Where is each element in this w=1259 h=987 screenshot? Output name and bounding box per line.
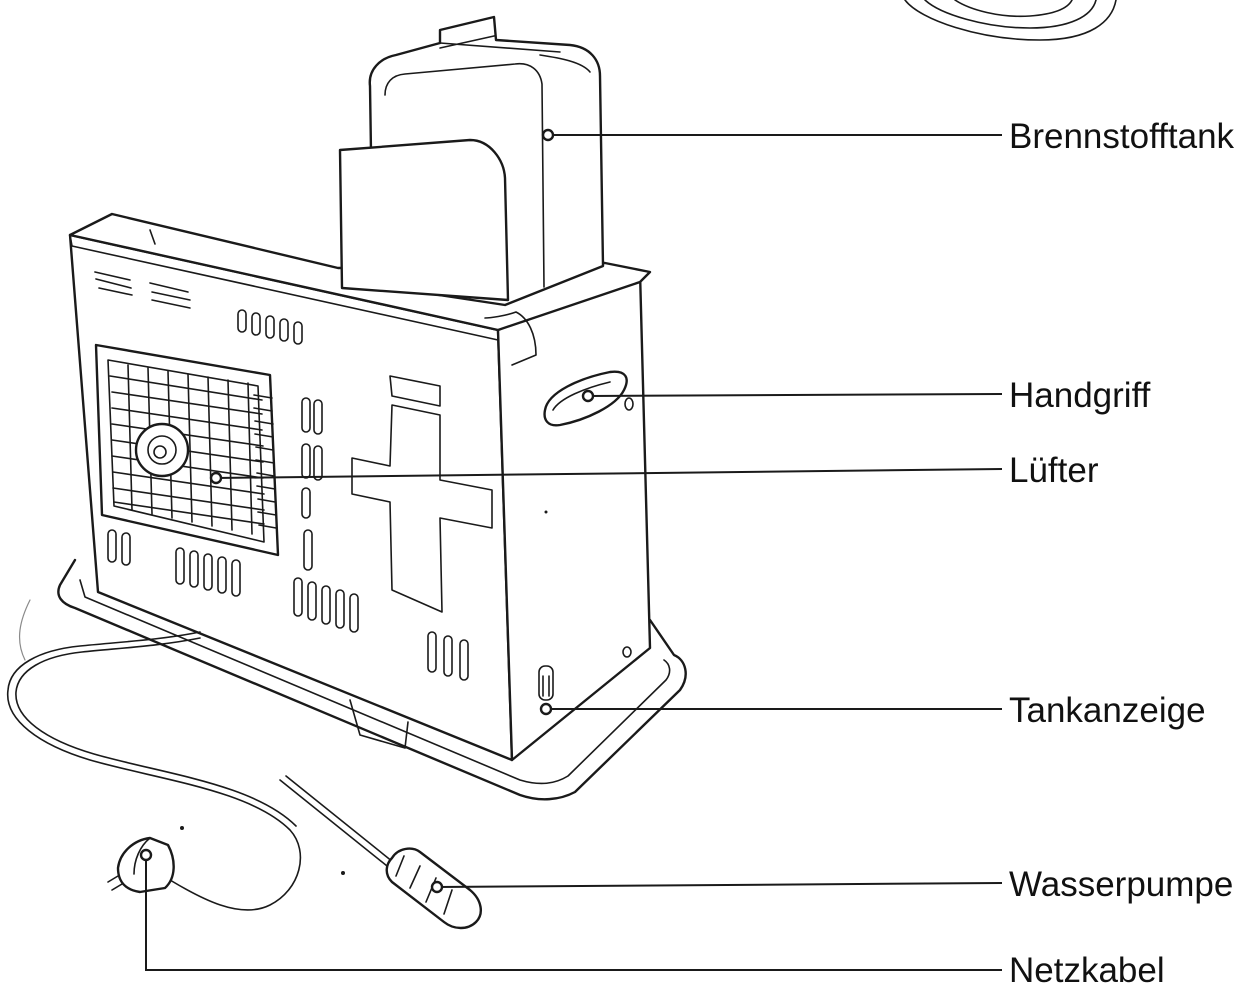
- callout-label-handgriff: Handgriff: [1009, 376, 1151, 415]
- front-cutout: [351, 375, 493, 613]
- anchor-handgriff: [581, 389, 595, 403]
- leader-line-handgriff: [587, 393, 1003, 397]
- water-pump: [279, 775, 482, 930]
- anchor-wasserpumpe: [430, 880, 444, 894]
- anchor-brennstofftank: [541, 128, 555, 142]
- callout-label-brennstofftank: Brennstofftank: [1009, 117, 1235, 156]
- anchor-tankanzeige: [539, 702, 553, 716]
- callout-labels: Brennstofftank Handgriff Lüfter Tankanze…: [1009, 117, 1235, 987]
- leader-lines: [145, 134, 1003, 971]
- callout-label-luefter: Lüfter: [1009, 451, 1099, 490]
- leader-line-netzkabel: [145, 855, 1002, 971]
- callout-label-wasserpumpe: Wasserpumpe: [1009, 865, 1233, 904]
- cord-loop-top: [904, 0, 1117, 41]
- tank-gauge: [538, 665, 554, 701]
- leader-line-wasserpumpe: [436, 882, 1003, 888]
- anchor-dots: [139, 128, 595, 894]
- fan-grille: [94, 343, 280, 557]
- vent-top: [94, 271, 303, 345]
- anchor-luefter: [209, 471, 223, 485]
- speck-marks: [180, 510, 548, 875]
- callout-label-tankanzeige: Tankanzeige: [1009, 691, 1206, 730]
- fuel-tank: [338, 15, 605, 307]
- vent-slots-front: [107, 397, 469, 681]
- power-cord: [7, 599, 302, 911]
- base-tray: [57, 558, 687, 801]
- callout-label-netzkabel: Netzkabel: [1009, 951, 1165, 987]
- leader-line-luefter: [215, 468, 1003, 479]
- anchor-netzkabel: [139, 848, 153, 862]
